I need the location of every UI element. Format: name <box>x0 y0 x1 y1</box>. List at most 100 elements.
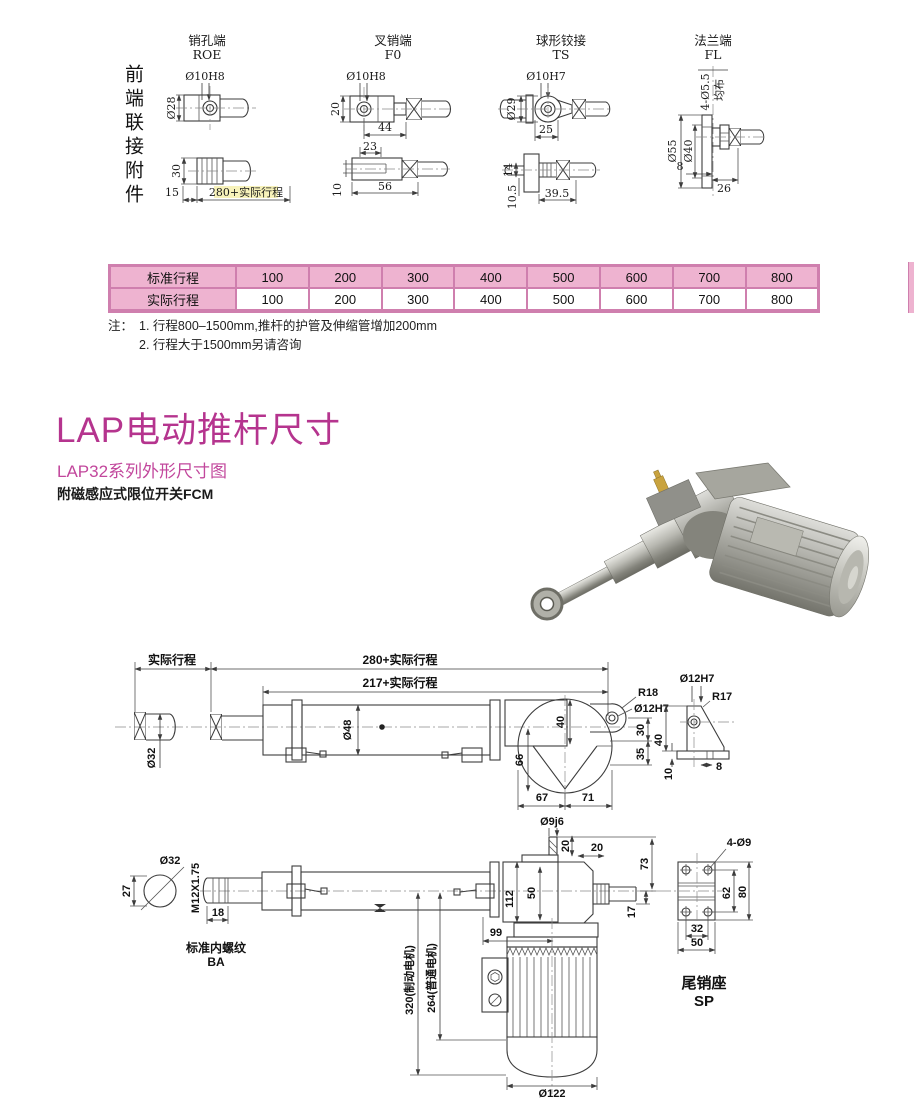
d1-n66-dim: 66 <box>514 754 526 766</box>
br-n10-dim: 10 <box>663 768 675 780</box>
stroke-table: 标准行程 100 200 300 400 500 600 700 800 实际行… <box>108 264 820 313</box>
f0-title: 叉销端 <box>374 33 412 48</box>
fl-code: FL <box>705 47 722 62</box>
d1-r18-dim: R18 <box>638 687 658 699</box>
d2-n99-dim: 99 <box>490 927 502 939</box>
d2-264-dim: 264(普通电机) <box>424 943 438 1013</box>
cell: 100 <box>235 264 310 289</box>
fl-holes-dim: 4-Ø5.5 <box>699 73 712 110</box>
d1-n35-dim: 35 <box>635 748 647 760</box>
f0-n56-dim: 56 <box>378 180 392 193</box>
sp-rear-view: 4-Ø9 62 80 32 50 尾销座 SP <box>660 837 753 1010</box>
thread-type-label: 标准内螺纹 <box>185 940 247 955</box>
d1-217-dim: 217+实际行程 <box>362 675 437 690</box>
ts-n14-dim: 14 <box>502 163 515 177</box>
cell: 400 <box>453 264 529 289</box>
table-row: 标准行程 100 200 300 400 500 600 700 800 <box>108 264 820 289</box>
d1-n40-dim: 40 <box>555 716 567 728</box>
f0-hole-dim: Ø10H8 <box>346 70 386 83</box>
sp-holes-dim: 4-Ø9 <box>727 837 751 849</box>
roe-title: 销孔端 <box>188 33 226 48</box>
thread-code-label: BA <box>207 955 225 969</box>
row-label: 实际行程 <box>108 287 237 312</box>
series-subtitle: LAP32系列外形尺寸图 <box>57 462 228 481</box>
roe-d28-dim: Ø28 <box>165 96 178 119</box>
d2-n112-dim: 112 <box>504 890 516 908</box>
d2-n17-dim: 17 <box>626 906 638 918</box>
cell: 500 <box>526 264 602 289</box>
ts-n105-dim: 10.5 <box>506 185 519 210</box>
fl-n8-dim: 8 <box>677 160 684 173</box>
d1-d12h7-dim: Ø12H7 <box>634 703 669 715</box>
notes-mark: 注： <box>108 319 134 333</box>
br-d12h7-dim: Ø12H7 <box>680 673 715 685</box>
note-line: 1. 行程800–1500mm,推杆的护管及伸缩管增加200mm <box>139 319 438 333</box>
d2-d9j6-dim: Ø9j6 <box>540 816 564 828</box>
cell: 200 <box>307 287 383 312</box>
d2-thread-dim: M12X1.75 <box>190 863 202 913</box>
d1-stroke-dim: 实际行程 <box>148 652 196 667</box>
fl-drawing: 法兰端 FL 4-Ø5.5 均布 Ø55 Ø40 8 26 <box>666 33 766 196</box>
d2-n18-dim: 18 <box>212 907 224 919</box>
f0-drawing: 叉销端 F0 Ø10H8 20 44 23 <box>329 33 452 197</box>
roe-drawing: 销孔端 ROE Ø10H8 Ø28 30 15 280+实际行 <box>165 33 291 203</box>
cell: 300 <box>380 287 456 312</box>
d1-n71-dim: 71 <box>582 792 594 804</box>
d1-d48-dim: Ø48 <box>342 720 354 741</box>
roe-n15-dim: 15 <box>165 186 179 199</box>
ts-hole-dim: Ø10H7 <box>526 70 566 83</box>
sp-n32-dim: 32 <box>691 923 703 935</box>
fl-d40-dim: Ø40 <box>682 139 695 162</box>
d2-n20a-dim: 20 <box>560 840 572 852</box>
product-photo <box>530 462 870 621</box>
end-fittings-drawing: 销孔端 ROE Ø10H8 Ø28 30 15 280+实际行 <box>165 33 766 209</box>
page-edge-strip <box>908 262 914 313</box>
d1-n67-dim: 67 <box>536 792 548 804</box>
sp-n80-dim: 80 <box>737 886 749 898</box>
cell: 100 <box>235 287 310 312</box>
f0-n10-dim: 10 <box>331 183 344 197</box>
ts-d29-dim: Ø29 <box>505 97 518 120</box>
roe-hole-dim: Ø10H8 <box>185 70 225 83</box>
br-n8-dim: 8 <box>716 761 722 773</box>
sp-n62-dim: 62 <box>721 887 733 899</box>
ts-drawing: 球形铰接 TS Ø10H7 Ø29 25 <box>498 33 612 209</box>
sp-label: 尾销座 <box>681 974 726 992</box>
cell: 600 <box>599 287 674 312</box>
dimension-drawing-retracted: Ø32 27 M12X1.75 18 标准内螺纹 BA 320(制动电机) 26… <box>121 816 753 1099</box>
cell: 600 <box>599 264 674 289</box>
notes: 注： 1. 行程800–1500mm,推杆的护管及伸缩管增加200mm 2. 行… <box>108 317 437 355</box>
f0-n23-dim: 23 <box>363 140 377 153</box>
ts-title: 球形铰接 <box>536 33 587 48</box>
d2-d32-dim: Ø32 <box>160 855 181 867</box>
cell: 800 <box>744 264 820 289</box>
cell: 300 <box>380 264 456 289</box>
f0-n44-dim: 44 <box>378 121 392 134</box>
row-label: 标准行程 <box>108 264 237 289</box>
d2-n73-dim: 73 <box>639 858 651 870</box>
table-row: 实际行程 100 200 300 400 500 600 700 800 <box>108 287 820 312</box>
sp-code-label: SP <box>694 993 714 1010</box>
note-line: 2. 行程大于1500mm另请咨询 <box>139 338 302 352</box>
page-title: LAP电动推杆尺寸 <box>56 411 342 450</box>
fl-title: 法兰端 <box>694 33 732 48</box>
roe-stroke-dim: 280+实际行程 <box>209 185 283 199</box>
f0-code: F0 <box>385 47 402 62</box>
br-r17-dim: R17 <box>712 691 732 703</box>
cell: 400 <box>453 287 529 312</box>
fl-n26-dim: 26 <box>717 182 731 195</box>
d2-n27-dim: 27 <box>121 885 133 897</box>
cell: 700 <box>671 287 747 312</box>
fl-evenly-label: 均布 <box>713 79 726 101</box>
ts-n25-dim: 25 <box>539 123 553 136</box>
front-end-accessories-label: 前端联接附件 <box>122 64 144 208</box>
tail-bracket-front-view: Ø12H7 R17 40 10 8 <box>653 673 734 780</box>
roe-code: ROE <box>193 47 222 62</box>
d2-n20b-dim: 20 <box>591 842 603 854</box>
ts-code: TS <box>553 47 570 62</box>
fl-d55-dim: Ø55 <box>666 139 679 162</box>
d2-n50-dim: 50 <box>526 887 538 899</box>
f0-n20-dim: 20 <box>329 102 342 116</box>
limit-switch-note: 附磁感应式限位开关FCM <box>57 486 214 502</box>
